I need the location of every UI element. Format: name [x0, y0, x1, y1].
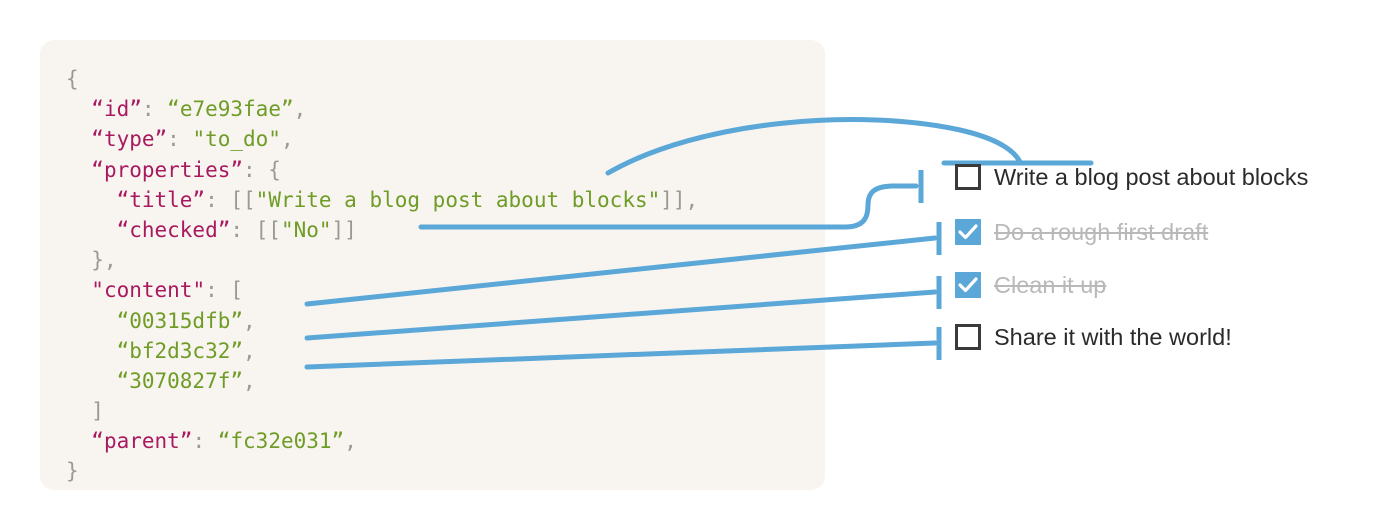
todo-item[interactable]: Clean it up: [955, 268, 1106, 302]
json-punctuation: ,: [280, 127, 294, 152]
json-string: “bf2d3c32”: [116, 338, 244, 363]
json-code-line: “bf2d3c32”,: [66, 336, 825, 366]
json-string: "to_do": [192, 127, 281, 152]
json-string: “e7e93fae”: [167, 97, 294, 122]
json-string: "Write a blog post about blocks": [255, 187, 661, 212]
json-code-line: “00315dfb”,: [66, 306, 825, 336]
json-key: “parent”: [91, 429, 193, 454]
json-code-line: "content": [: [66, 275, 825, 305]
json-code-line: ]: [66, 396, 825, 426]
json-code-line: “checked”: [["No"]]: [66, 215, 825, 245]
json-code-line: “id”: “e7e93fae”,: [66, 94, 825, 124]
json-punctuation: ,: [344, 429, 357, 454]
json-code-text: { “id”: “e7e93fae”, “type”: "to_do", “pr…: [40, 64, 825, 487]
json-key: “id”: [91, 97, 142, 122]
json-punctuation: ,: [293, 97, 307, 122]
json-string: “00315dfb”: [116, 308, 244, 333]
json-punctuation: ,: [243, 308, 256, 333]
json-key: “properties”: [91, 157, 244, 182]
json-punctuation: : [[: [205, 187, 256, 212]
json-code-line: “properties”: {: [66, 155, 825, 185]
json-string: "No": [280, 217, 332, 242]
json-key: “title”: [116, 187, 206, 212]
json-code-line: “parent”: “fc32e031”,: [66, 426, 825, 456]
todo-item[interactable]: Share it with the world!: [955, 320, 1232, 354]
json-string: “fc32e031”: [217, 429, 345, 454]
json-code-line: “title”: [["Write a blog post about bloc…: [66, 185, 825, 215]
json-string: “3070827f”: [116, 368, 244, 393]
json-code-panel: { “id”: “e7e93fae”, “type”: "to_do", “pr…: [40, 40, 825, 490]
json-punctuation: },: [91, 248, 117, 273]
todo-item-label: Clean it up: [994, 271, 1107, 298]
todo-item[interactable]: Do a rough first draft: [955, 215, 1208, 249]
json-key: “type”: [91, 127, 168, 152]
todo-item-label: Do a rough first draft: [994, 218, 1209, 245]
checkbox-unchecked-icon[interactable]: [955, 164, 981, 190]
todo-item-label: Share it with the world!: [994, 323, 1232, 350]
json-punctuation: ,: [243, 368, 256, 393]
json-key: “checked”: [116, 217, 231, 242]
json-punctuation: {: [66, 67, 79, 91]
json-punctuation: ]]: [331, 217, 357, 242]
json-punctuation: :: [167, 127, 193, 152]
json-punctuation: : [: [205, 278, 244, 303]
json-code-line: “type”: "to_do",: [66, 124, 825, 154]
json-punctuation: : [[: [230, 217, 281, 242]
json-punctuation: ]: [91, 399, 104, 424]
checkbox-checked-icon[interactable]: [955, 219, 981, 245]
checkbox-unchecked-icon[interactable]: [955, 324, 981, 350]
json-punctuation: ]],: [660, 187, 699, 212]
todo-item[interactable]: Write a blog post about blocks: [955, 160, 1308, 194]
json-key: "content": [91, 278, 206, 303]
json-punctuation: :: [141, 97, 168, 122]
json-code-line: {: [66, 64, 825, 94]
json-code-line: },: [66, 245, 825, 275]
json-punctuation: : {: [243, 157, 281, 182]
checkbox-checked-icon[interactable]: [955, 272, 981, 298]
json-code-line: “3070827f”,: [66, 366, 825, 396]
todo-item-label: Write a blog post about blocks: [994, 163, 1309, 190]
json-punctuation: }: [66, 459, 79, 484]
json-punctuation: :: [192, 429, 218, 454]
json-punctuation: ,: [243, 338, 256, 363]
json-code-line: }: [66, 456, 825, 486]
